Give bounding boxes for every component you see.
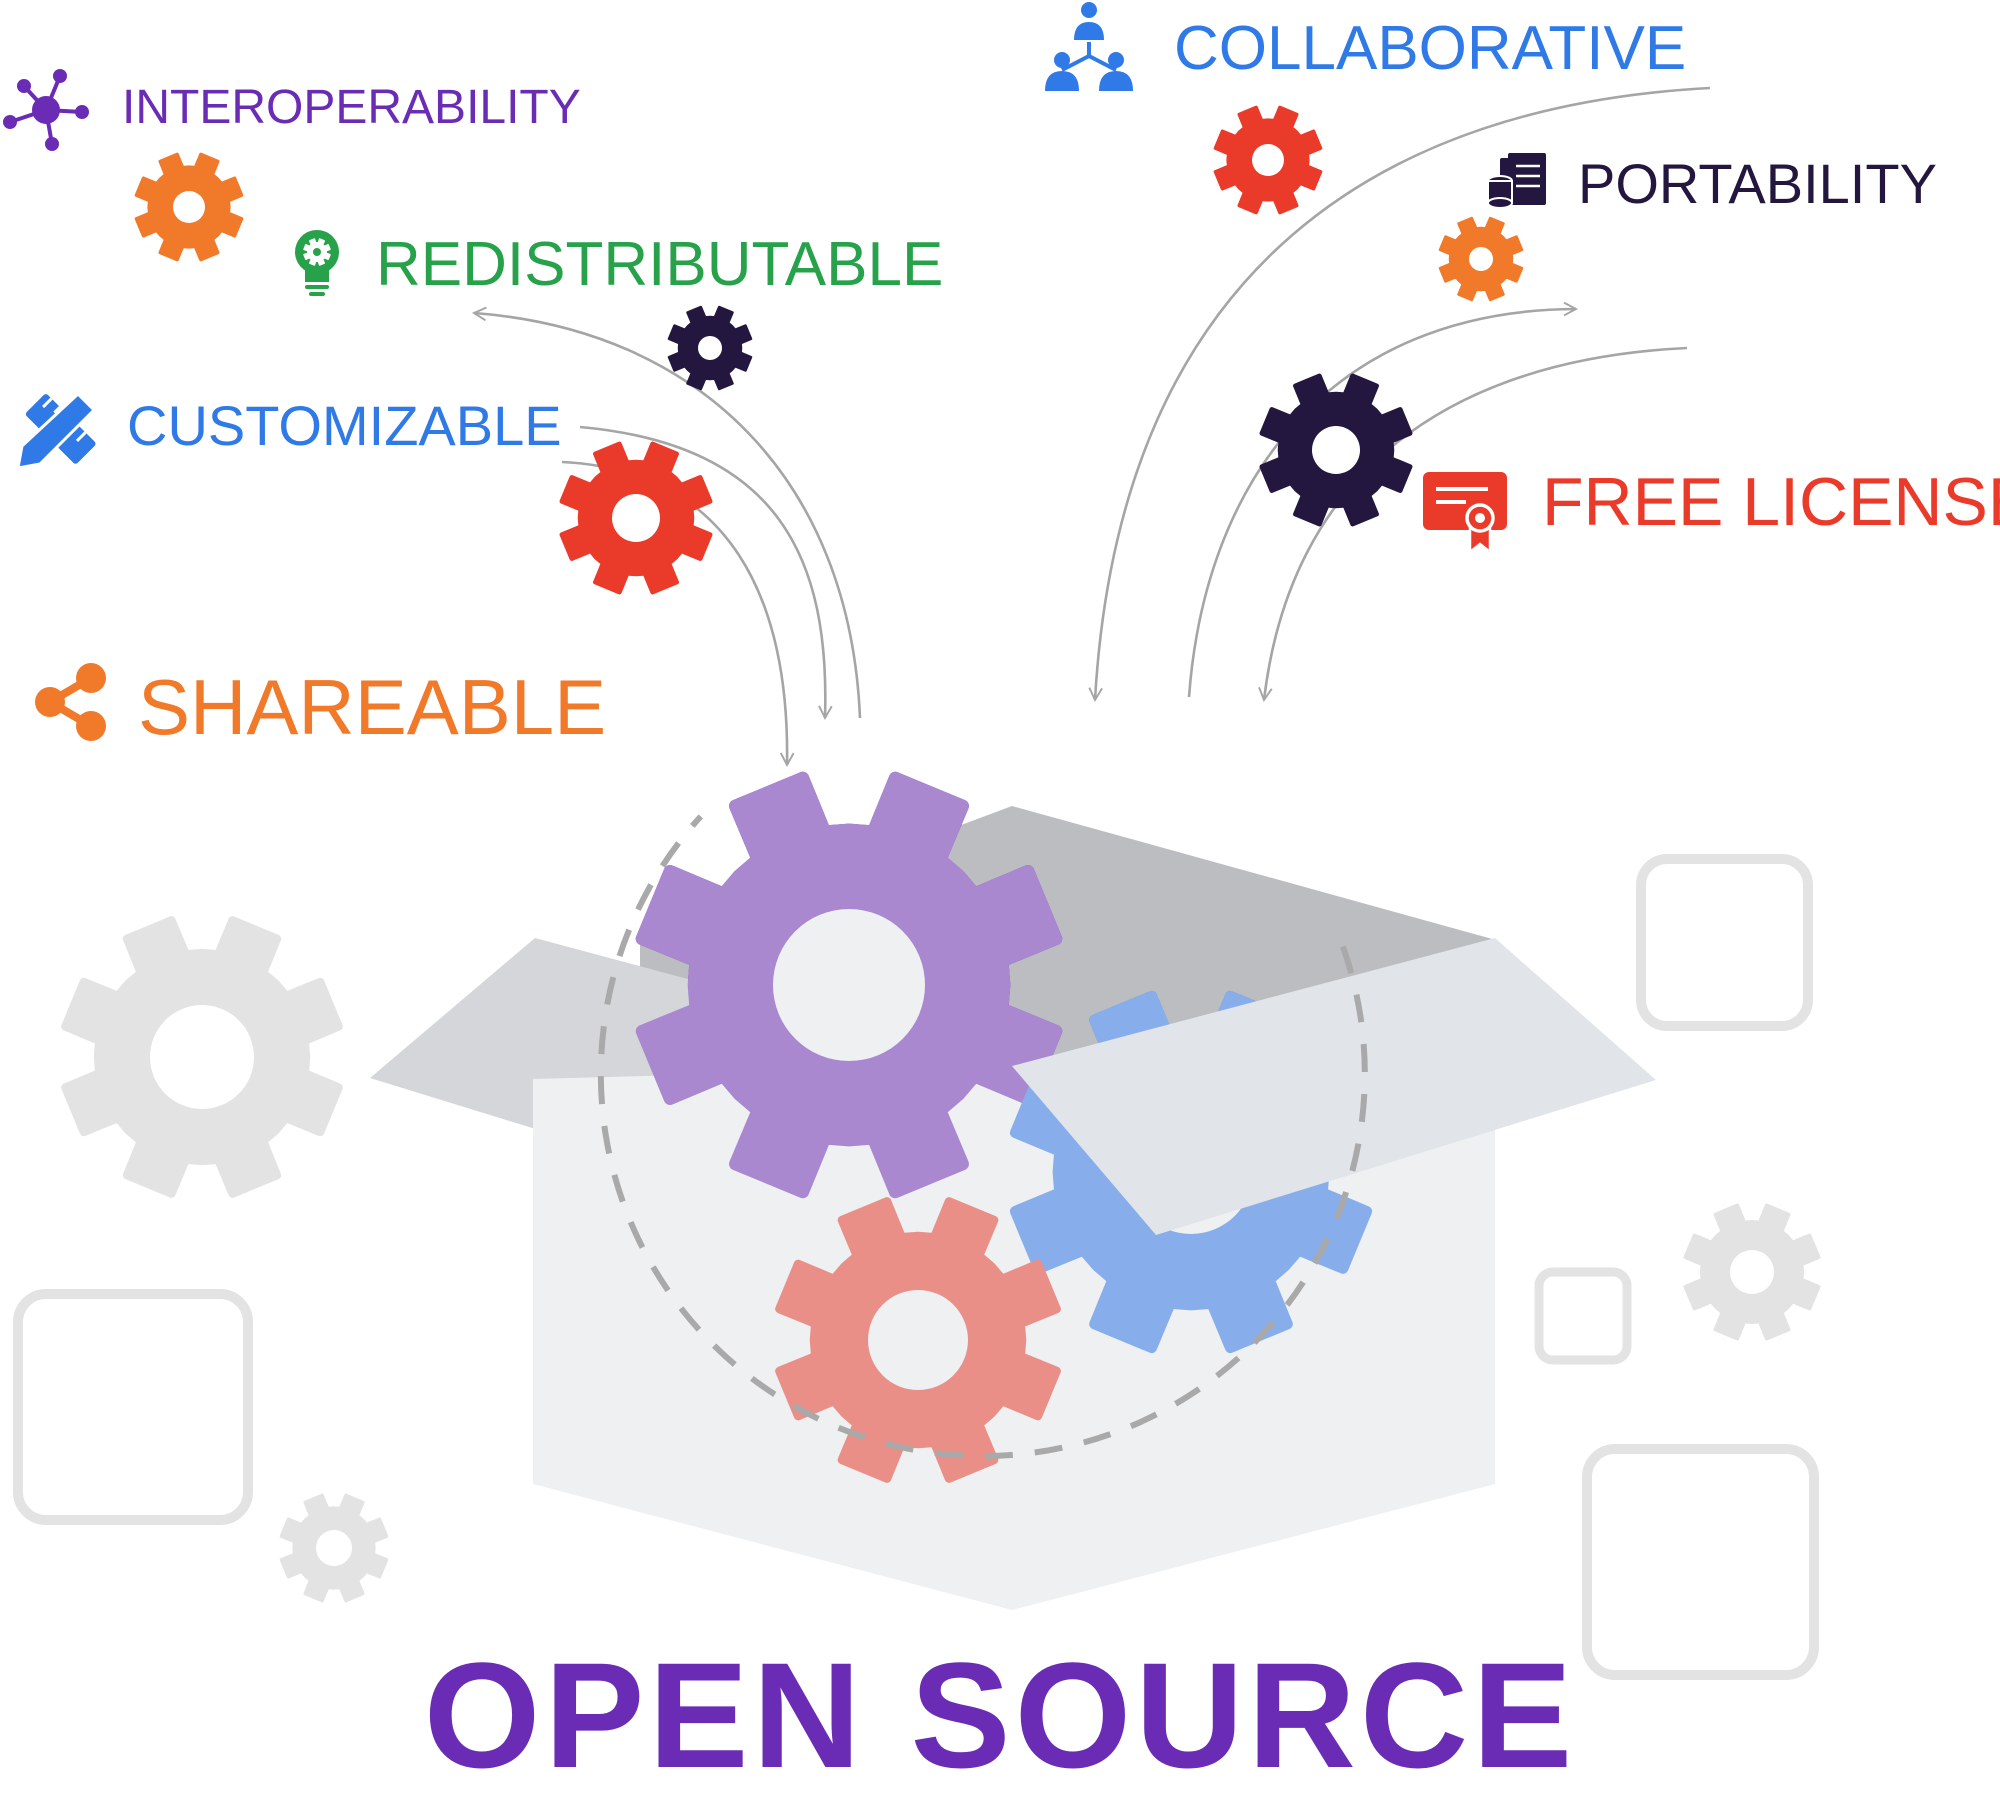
box-right-flap bbox=[1012, 938, 1656, 1235]
orange-gear-icon bbox=[134, 152, 244, 262]
red-gear-icon bbox=[559, 441, 713, 595]
background-gear-icon bbox=[61, 916, 343, 1198]
label-customizable: CUSTOMIZABLE bbox=[127, 394, 562, 457]
dashed-circle bbox=[597, 814, 1368, 1460]
page-title: OPEN SOURCE bbox=[423, 1631, 1577, 1799]
background-gear-icon bbox=[279, 1493, 389, 1603]
arrow-customizable bbox=[579, 425, 833, 721]
arrow-collaborative bbox=[1088, 86, 1711, 703]
label-redistributable: REDISTRIBUTABLE bbox=[376, 230, 944, 299]
certificate-icon bbox=[1423, 472, 1507, 555]
floating-gears bbox=[134, 105, 1524, 595]
navy-gear-icon bbox=[1259, 373, 1413, 527]
team-hierarchy-icon bbox=[1045, 2, 1133, 91]
server-rack-icon bbox=[1487, 153, 1546, 209]
label-interoperability: INTEROPERABILITY bbox=[122, 81, 581, 134]
purple-gear-tint-icon bbox=[635, 771, 1063, 1199]
arrow-portability bbox=[1187, 301, 1579, 698]
label-collaborative: COLLABORATIVE bbox=[1174, 14, 1687, 83]
orange-gear-icon bbox=[1438, 216, 1524, 302]
label-portability: PORTABILITY bbox=[1578, 152, 1937, 215]
background-square bbox=[1582, 1444, 1819, 1680]
background-square bbox=[1636, 854, 1813, 1031]
background-decorations bbox=[13, 854, 1821, 1680]
background-square bbox=[1534, 1267, 1632, 1365]
share-icon bbox=[35, 663, 106, 741]
open-box-illustration bbox=[370, 771, 1656, 1610]
background-gear-icon bbox=[1683, 1203, 1821, 1341]
background-square bbox=[13, 1289, 253, 1525]
network-hub-icon bbox=[3, 69, 89, 151]
navy-gear-icon bbox=[667, 305, 753, 391]
label-free-license: FREE LICENSE bbox=[1542, 464, 2000, 540]
lightbulb-gear-icon bbox=[295, 230, 339, 296]
pencil-ruler-icon bbox=[16, 391, 97, 470]
salmon-gear-icon bbox=[775, 1197, 1061, 1483]
arrow-redistributable bbox=[471, 306, 862, 719]
red-gear-icon bbox=[1213, 105, 1323, 215]
label-shareable: SHAREABLE bbox=[138, 663, 607, 751]
